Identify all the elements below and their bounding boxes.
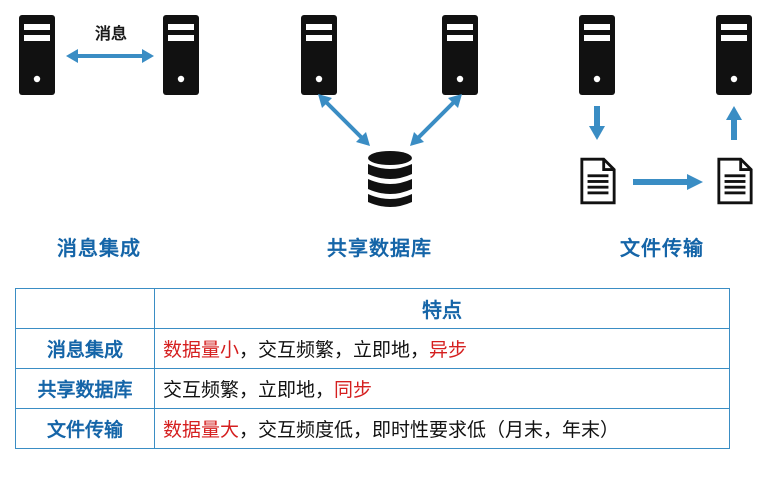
double-arrow-icon — [410, 94, 462, 146]
description-text: ，交互频度低，即时性要求低（月末，年末） — [239, 419, 620, 441]
row-description: 数据量大，交互频度低，即时性要求低（月末，年末） — [154, 408, 730, 449]
server-icon — [301, 15, 337, 95]
table-body: 消息集成数据量小，交互频繁，立即地，异步共享数据库交互频繁，立即地，同步文件传输… — [15, 328, 730, 449]
table-row: 共享数据库交互频繁，立即地，同步 — [15, 368, 730, 409]
document-icon — [716, 157, 754, 205]
arrow-down-icon — [589, 106, 605, 140]
server-icon — [19, 15, 55, 95]
arrow-right-icon — [633, 174, 703, 190]
caption-message-integration: 消息集成 — [57, 236, 141, 260]
server-icon — [442, 15, 478, 95]
highlight-text: 数据量小 — [163, 339, 240, 361]
arrow-up-icon — [726, 106, 742, 140]
document-icon — [579, 157, 617, 205]
table-row: 消息集成数据量小，交互频繁，立即地，异步 — [15, 328, 730, 369]
table-header-features: 特点 — [154, 288, 730, 329]
row-description: 交互频繁，立即地，同步 — [154, 368, 730, 409]
table-corner-cell — [15, 288, 155, 329]
database-icon — [368, 151, 412, 207]
description-text: ，交互频繁，立即地， — [239, 339, 430, 361]
caption-shared-database: 共享数据库 — [327, 236, 432, 260]
highlight-text: 异步 — [429, 339, 468, 361]
highlight-text: 同步 — [334, 379, 373, 401]
table-header-row: 特点 — [15, 288, 730, 329]
features-table: 特点 消息集成数据量小，交互频繁，立即地，异步共享数据库交互频繁，立即地，同步文… — [15, 288, 730, 449]
row-label: 共享数据库 — [15, 368, 155, 409]
description-text: 交互频繁，立即地， — [163, 379, 335, 401]
server-icon — [163, 15, 199, 95]
table-row: 文件传输数据量大，交互频度低，即时性要求低（月末，年末） — [15, 408, 730, 449]
row-label: 文件传输 — [15, 408, 155, 449]
message-label: 消息 — [95, 24, 128, 43]
server-icon — [579, 15, 615, 95]
double-arrow-icon — [318, 94, 370, 146]
double-arrow-icon — [66, 49, 154, 63]
row-label: 消息集成 — [15, 328, 155, 369]
caption-file-transfer: 文件传输 — [620, 236, 704, 260]
server-icon — [716, 15, 752, 95]
row-description: 数据量小，交互频繁，立即地，异步 — [154, 328, 730, 369]
highlight-text: 数据量大 — [163, 419, 240, 441]
